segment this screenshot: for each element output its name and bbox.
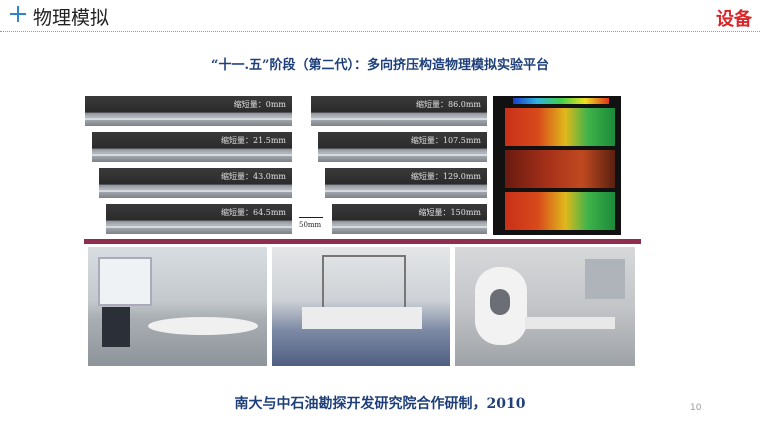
sim-panel: 缩短量：129.0mm [325,168,487,198]
shortening-label: 缩短量：64.5mm [221,208,286,217]
shortening-label: 缩短量：21.5mm [221,136,286,145]
sim-panel: 缩短量：21.5mm [92,132,292,162]
velocity-heatmap-image [493,96,621,235]
page-number: 10 [690,403,702,413]
shortening-label: 缩短量：150mm [418,208,481,217]
sim-panel: 缩短量：43.0mm [99,168,292,198]
plus-icon [8,4,28,24]
lab-photo [88,247,267,366]
sim-panel: 缩短量：64.5mm [106,204,292,234]
credit-caption: 南大与中石油勘探开发研究院合作研制，2010 [234,396,526,412]
shortening-label: 缩短量：86.0mm [416,100,481,109]
sim-panel: 缩短量：107.5mm [318,132,487,162]
shortening-label: 缩短量：129.0mm [410,172,481,181]
scale-bar: 50mm [299,217,324,229]
section-divider-bar [84,239,641,244]
slide-subtitle: “十一.五”阶段（第二代）：多向挤压构造物理模拟实验平台 [211,58,549,73]
lab-photo [455,247,635,366]
shortening-label: 缩短量：0mm [233,100,286,109]
sim-panel: 缩短量：150mm [332,204,487,234]
section-tag: 设备 [716,9,752,30]
slide-header: 物理模拟 设备 [0,0,760,34]
header-divider [0,31,760,32]
shortening-label: 缩短量：43.0mm [221,172,286,181]
shortening-label: 缩短量：107.5mm [410,136,481,145]
sim-panel: 缩短量：86.0mm [311,96,487,126]
lab-photo [272,247,450,366]
sim-panel: 缩短量：0mm [85,96,292,126]
slide-title: 物理模拟 [33,7,110,29]
